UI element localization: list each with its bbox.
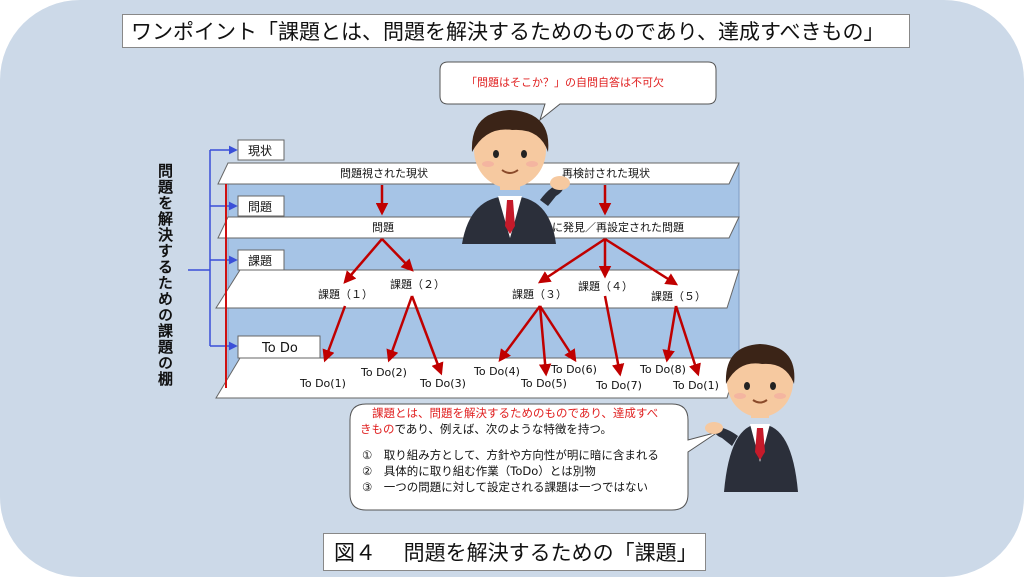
todo-8: To Do(8) xyxy=(639,363,686,376)
bubble-bottom-red-1: 課題とは、問題を解決するためのものであり、達成すべ xyxy=(372,406,659,420)
bubble-item-2: ② 具体的に取り組む作業（ToDo）とは別物 xyxy=(362,464,596,478)
arrow-mondai-kadai1 xyxy=(343,238,383,284)
arrow-mondai-kadai5 xyxy=(604,237,679,286)
todo-2: To Do(2) xyxy=(360,366,407,379)
bubble-item-1: ① 取り組み方として、方針や方向性が明に暗に含まれる xyxy=(362,448,659,462)
tag-genjou-box xyxy=(237,139,285,161)
tag-todo: To Do xyxy=(261,341,298,356)
shelf2-left-label: 問題 xyxy=(372,221,394,234)
bubble-bottom-text: 課題とは、問題を解決するためのものであり、達成すべ きものであり、例えば、次のよ… xyxy=(352,405,682,509)
businessman-right xyxy=(705,344,798,492)
arrow-k5-todo8 xyxy=(662,305,678,363)
bubble-bottom-black-2: であり、例えば、次のような特徴を持つ。 xyxy=(394,422,612,436)
figure-caption: 図４ 問題を解決するための「課題」 xyxy=(323,533,706,571)
tag-kadai-box xyxy=(237,249,285,271)
arrow-k1-todo1 xyxy=(322,305,347,363)
arrow-k3-todo4 xyxy=(498,305,542,363)
speech-bubble-top xyxy=(439,61,717,122)
arrow-k3-todo6 xyxy=(538,305,577,363)
arrow-mondai-kadai2 xyxy=(381,238,414,272)
todo-1: To Do(1) xyxy=(299,377,346,390)
businessman-center xyxy=(462,110,570,244)
todo-1b: To Do(1) xyxy=(672,379,719,392)
bubble-bottom-red-2: きもの xyxy=(360,422,395,436)
speech-bubble-bottom xyxy=(349,403,719,511)
arrow-mondai-kadai3 xyxy=(537,237,606,284)
tag-mondai-box xyxy=(237,195,285,217)
tag-kadai: 課題 xyxy=(248,253,272,268)
kadai-2: 課題（２） xyxy=(390,277,445,291)
todo-7: To Do(7) xyxy=(595,379,642,392)
side-label: 問題を解決するための課題の棚 xyxy=(156,163,174,387)
tag-mondai: 問題 xyxy=(248,200,272,214)
arrow-k4-todo7 xyxy=(603,295,625,377)
kadai-3: 課題（３） xyxy=(512,287,567,301)
kadai-4: 課題（４） xyxy=(578,279,633,293)
todo-4: To Do(4) xyxy=(473,365,520,378)
arrow-k3-todo5 xyxy=(538,305,552,377)
arrow-k2-todo2 xyxy=(386,295,414,363)
todo-6: To Do(6) xyxy=(550,363,597,376)
todo-5: To Do(5) xyxy=(520,377,567,390)
shelf2-right-label: 新たに発見／再設定された問題 xyxy=(530,220,684,234)
arrow-k5-todo1b xyxy=(674,305,701,377)
shelf-genjou xyxy=(217,162,740,185)
todo-3: To Do(3) xyxy=(419,377,466,390)
shelf1-right-label: 再検討された現状 xyxy=(562,166,650,180)
page-title: ワンポイント「課題とは、問題を解決するためのものであり、達成すべきもの」 xyxy=(122,14,910,48)
shelf1-left-label: 問題視された現状 xyxy=(340,166,428,180)
tag-genjou: 現状 xyxy=(248,144,272,158)
arrow-k2-todo3 xyxy=(410,295,444,376)
bubble-top-text: 「問題はそこか？」の自問自答は不可欠 xyxy=(466,75,664,89)
tag-todo-box xyxy=(237,335,321,359)
kadai-1: 課題（１） xyxy=(318,287,373,301)
kadai-5: 課題（５） xyxy=(651,289,706,303)
bubble-item-3: ③ 一つの問題に対して設定される課題は一つではない xyxy=(362,480,648,494)
